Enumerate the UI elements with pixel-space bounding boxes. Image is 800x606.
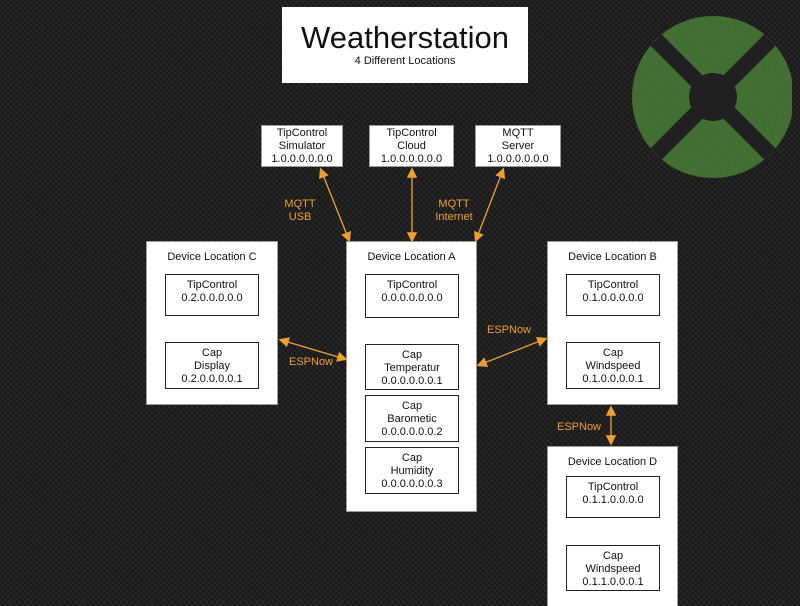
item-line: Windspeed [585, 563, 641, 575]
edge-label-line: MQTT [284, 198, 316, 210]
item-line: Cap [401, 349, 423, 361]
item-address: 0.0.0.0.0.0.3 [381, 478, 443, 490]
node-mqtt-server: MQTT Server 1.0.0.0.0.0.0 [475, 125, 561, 167]
item-line: Cap [602, 550, 624, 562]
diagram-title: Weatherstation [301, 20, 509, 55]
edge-label-espnow-b: ESPNow [486, 324, 532, 336]
item-line: Cap [401, 400, 423, 412]
item-line: Barometic [387, 413, 437, 425]
item-line: Cap [602, 347, 624, 359]
item-line: TipControl [587, 481, 639, 493]
edge-simulator-a [319, 167, 351, 243]
edge-c-a [278, 337, 348, 362]
item-line: Temperatur [384, 362, 440, 374]
node-line: Simulator [278, 140, 326, 152]
edge-label-mqtt-usb: MQTT USB [280, 198, 320, 224]
edge-label-espnow-c: ESPNow [288, 356, 334, 368]
edge-label-mqtt-internet: MQTT Internet [426, 198, 482, 224]
edge-label-espnow-d: ESPNow [556, 421, 602, 433]
device-location-a: Device Location A TipControl 0.0.0.0.0.0… [346, 241, 477, 512]
device-location-d: Device Location D TipControl 0.1.1.0.0.0… [547, 446, 678, 606]
item-address: 0.0.0.0.0.0.0 [381, 292, 443, 304]
device-title: Device Location C [167, 251, 257, 263]
device-item: Cap Display 0.2.0.0.0.0.1 [165, 342, 259, 389]
edges-layer [278, 16, 792, 446]
item-address: 0.1.0.0.0.0.1 [582, 373, 644, 385]
node-address: 1.0.0.0.0.0.0 [380, 153, 443, 165]
device-location-b: Device Location B TipControl 0.1.0.0.0.0… [547, 241, 678, 405]
node-tipcontrol-cloud: TipControl Cloud 1.0.0.0.0.0.0 [369, 125, 454, 167]
diagram-subtitle: 4 Different Locations [354, 55, 456, 67]
device-title: Device Location A [367, 251, 456, 263]
item-address: 0.2.0.0.0.0.1 [181, 373, 243, 385]
node-address: 1.0.0.0.0.0.0 [487, 153, 549, 165]
device-location-c: Device Location C TipControl 0.2.0.0.0.0… [146, 241, 278, 405]
item-line: TipControl [386, 279, 438, 291]
node-line: TipControl [276, 127, 328, 139]
edge-mqtt-a [473, 167, 506, 243]
edge-label-line: USB [288, 211, 312, 223]
device-title: Device Location D [567, 456, 658, 468]
item-address: 0.2.0.0.0.0.0 [181, 292, 243, 304]
device-item: TipControl 0.2.0.0.0.0.0 [165, 274, 259, 316]
item-address: 0.0.0.0.0.0.1 [381, 375, 443, 387]
item-line: Cap [401, 452, 423, 464]
item-address: 0.1.1.0.0.0.0 [582, 494, 644, 506]
item-line: Cap [201, 347, 223, 359]
node-address: 1.0.0.0.0.0.0 [271, 153, 333, 165]
node-tipcontrol-simulator: TipControl Simulator 1.0.0.0.0.0.0 [261, 125, 343, 167]
item-address: 0.1.0.0.0.0.0 [582, 292, 644, 304]
item-address: 0.0.0.0.0.0.2 [381, 426, 443, 438]
device-item: TipControl 0.0.0.0.0.0.0 [365, 274, 459, 318]
edge-a-b [476, 337, 548, 367]
item-address: 0.1.1.0.0.0.1 [582, 576, 644, 588]
device-item: Cap Humidity 0.0.0.0.0.0.3 [365, 447, 459, 494]
item-line: Windspeed [585, 360, 641, 372]
device-item: TipControl 0.1.1.0.0.0.0 [566, 476, 660, 518]
item-line: Display [193, 360, 231, 372]
node-line: MQTT [502, 127, 534, 139]
node-line: Server [501, 140, 535, 152]
item-line: Humidity [390, 465, 434, 477]
device-item: Cap Windspeed 0.1.1.0.0.0.1 [566, 545, 660, 591]
item-line: TipControl [587, 279, 639, 291]
edge-label-line: Internet [435, 211, 473, 223]
device-item: Cap Temperatur 0.0.0.0.0.0.1 [365, 344, 459, 390]
item-line: TipControl [186, 279, 238, 291]
diagram-canvas: Weatherstation 4 Different Locations Tip… [8, 0, 792, 606]
node-line: Cloud [397, 140, 426, 152]
device-item: Cap Barometic 0.0.0.0.0.0.2 [365, 395, 459, 442]
device-item: TipControl 0.1.0.0.0.0.0 [566, 274, 660, 316]
title-box: Weatherstation 4 Different Locations [282, 7, 528, 83]
edge-label-line: MQTT [438, 198, 470, 210]
xtra-logo [632, 16, 792, 178]
node-line: TipControl [386, 127, 437, 139]
device-title: Device Location B [568, 251, 657, 263]
device-item: Cap Windspeed 0.1.0.0.0.0.1 [566, 342, 660, 389]
